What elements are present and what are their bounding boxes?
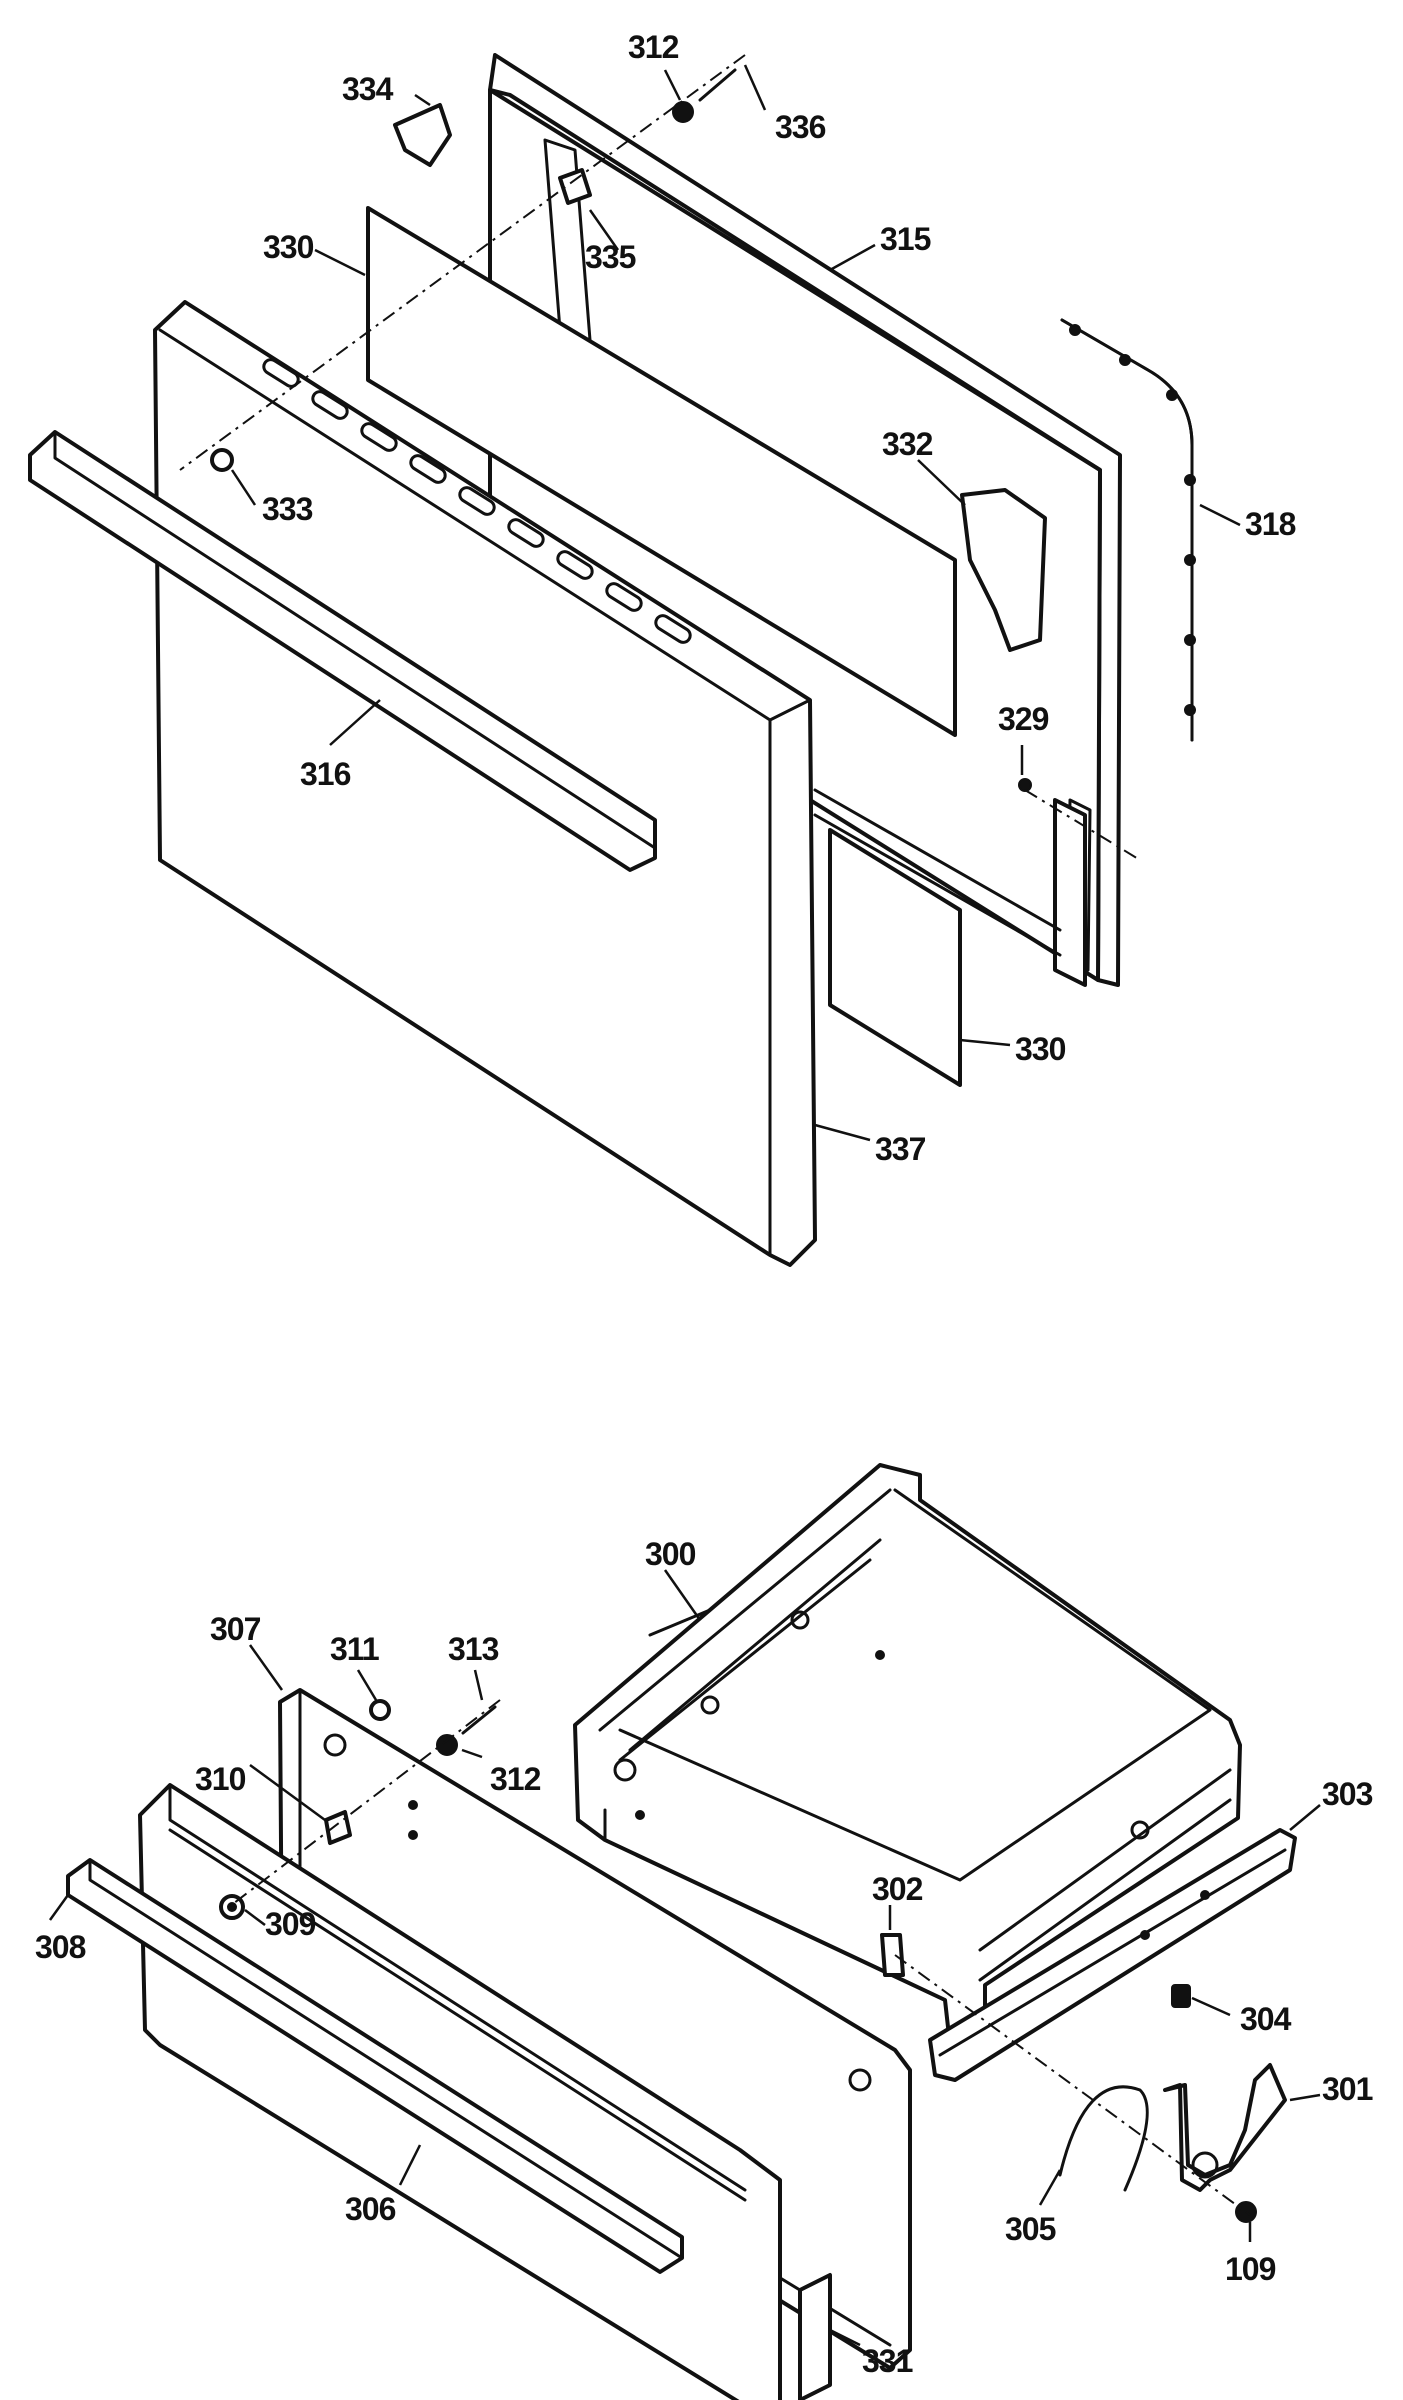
bracket-335: [558, 168, 592, 205]
nut-312-upper: [672, 101, 694, 123]
callout-312-lower: 312: [490, 1761, 541, 1797]
callout-330-lower: 330: [1015, 1031, 1066, 1067]
vent-slots: [262, 358, 692, 644]
nut-311: [369, 1699, 391, 1721]
callout-303: 303: [1322, 1776, 1373, 1812]
insulation-330-lower: [828, 828, 962, 1087]
clip-334: [393, 103, 452, 167]
leader-lines-upper: [230, 64, 1241, 1142]
callout-313: 313: [448, 1631, 499, 1667]
leader-lines-lower: [48, 1569, 1321, 2347]
drawer-body-300: [573, 1463, 1242, 2057]
callout-302: 302: [872, 1871, 923, 1907]
plug-333: [210, 448, 234, 472]
callout-315: 315: [880, 221, 931, 257]
callout-307: 307: [210, 1611, 261, 1647]
callout-337: 337: [875, 1131, 926, 1167]
centerline-hinge: [1024, 789, 1141, 861]
gasket-318: [1060, 318, 1196, 742]
callout-309: 309: [265, 1906, 316, 1942]
callout-329: 329: [998, 701, 1049, 737]
callout-305: 305: [1005, 2211, 1056, 2247]
stud-302: [880, 1933, 905, 1977]
callout-labels: 334 312 336 330 335 315 332 318 333 329 …: [35, 29, 1374, 2379]
callout-336: 336: [775, 109, 826, 145]
bracket-310: [324, 1810, 352, 1845]
insulation-330-upper: [366, 206, 957, 737]
callout-310: 310: [195, 1761, 246, 1797]
callout-318: 318: [1245, 506, 1296, 542]
roller-304: [1171, 1984, 1191, 2008]
callout-109: 109: [1225, 2251, 1276, 2287]
callout-331: 331: [862, 2343, 913, 2379]
rail-303: [928, 1828, 1297, 2082]
callout-335: 335: [585, 239, 636, 275]
centerline-screw: [179, 54, 746, 471]
callout-312-upper: 312: [628, 29, 679, 65]
ring-305: [1058, 2085, 1149, 2192]
door-panel-337: [153, 300, 817, 1267]
bracket-331: [798, 2273, 832, 2400]
bracket-301: [1163, 2063, 1287, 2192]
callout-334: 334: [342, 71, 394, 107]
callout-333: 333: [262, 491, 313, 527]
callout-301: 301: [1322, 2071, 1373, 2107]
callout-300: 300: [645, 1536, 696, 1572]
callout-311: 311: [330, 1631, 379, 1667]
insulation-block-332: [960, 488, 1047, 652]
hinge-329: [813, 778, 1087, 987]
callout-308: 308: [35, 1929, 86, 1965]
callout-332: 332: [882, 426, 933, 462]
callout-330-upper: 330: [263, 229, 314, 265]
screw-313: [461, 1705, 497, 1735]
callout-316: 316: [300, 756, 351, 792]
nut-312-lower: [436, 1734, 458, 1756]
door-handle-316: [28, 430, 657, 872]
callout-304: 304: [1240, 2001, 1292, 2037]
screw-336: [698, 68, 737, 102]
callout-306: 306: [345, 2191, 396, 2227]
